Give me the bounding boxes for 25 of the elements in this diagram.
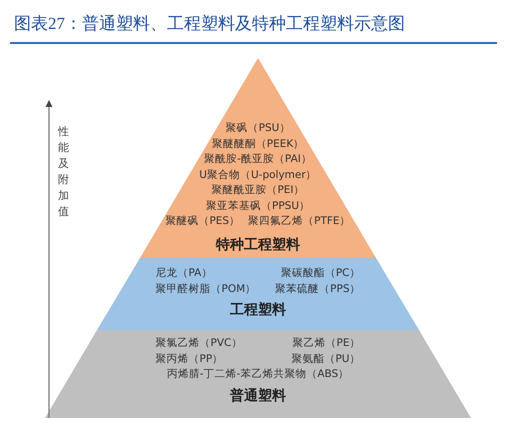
material-name: 聚醚砜（PES）: [165, 214, 240, 229]
material-name: 聚醚酰亚胺（PEI）: [211, 183, 305, 198]
band-title: 普通塑料: [230, 386, 286, 404]
material-name: 聚氯乙烯（PVC）: [156, 336, 242, 351]
material-name: 尼龙（PA）: [156, 266, 212, 281]
material-name: U聚合物（U-polymer）: [199, 168, 317, 182]
material-name: 聚四氟乙烯（PTFE）: [248, 214, 351, 229]
pyramid-band: [97, 258, 419, 330]
pyramid-apex-band: [140, 58, 376, 258]
material-name: 聚氨酯（PU）: [291, 352, 360, 366]
band-title: 特种工程塑料: [216, 236, 300, 254]
pyramid-band: [45, 330, 471, 418]
material-name: 聚醚醚酮（PEEK）: [212, 136, 304, 152]
material-name: 聚亚苯基砜（PPSU）: [206, 198, 310, 214]
material-name: 丙烯腈-丁二烯-苯乙烯共聚物（ABS）: [166, 367, 350, 382]
axis-label: 性能及附加值: [58, 124, 70, 220]
material-name: 聚乙烯（PE）: [292, 336, 360, 351]
material-name: 聚甲醛树脂（POM）: [156, 282, 256, 296]
title: 图表27：普通塑料、工程塑料及特种工程塑料示意图: [14, 13, 405, 35]
material-name: 聚碳酸酯（PC）: [280, 266, 360, 281]
band-title: 工程塑料: [230, 301, 286, 319]
material-name: 聚砜（PSU）: [226, 121, 290, 136]
material-name: 聚酰胺-酰亚胺（PAI）: [204, 152, 312, 167]
material-name: 聚苯硫醚（PPS）: [275, 282, 360, 296]
material-name: 聚丙烯（PP）: [156, 352, 224, 366]
